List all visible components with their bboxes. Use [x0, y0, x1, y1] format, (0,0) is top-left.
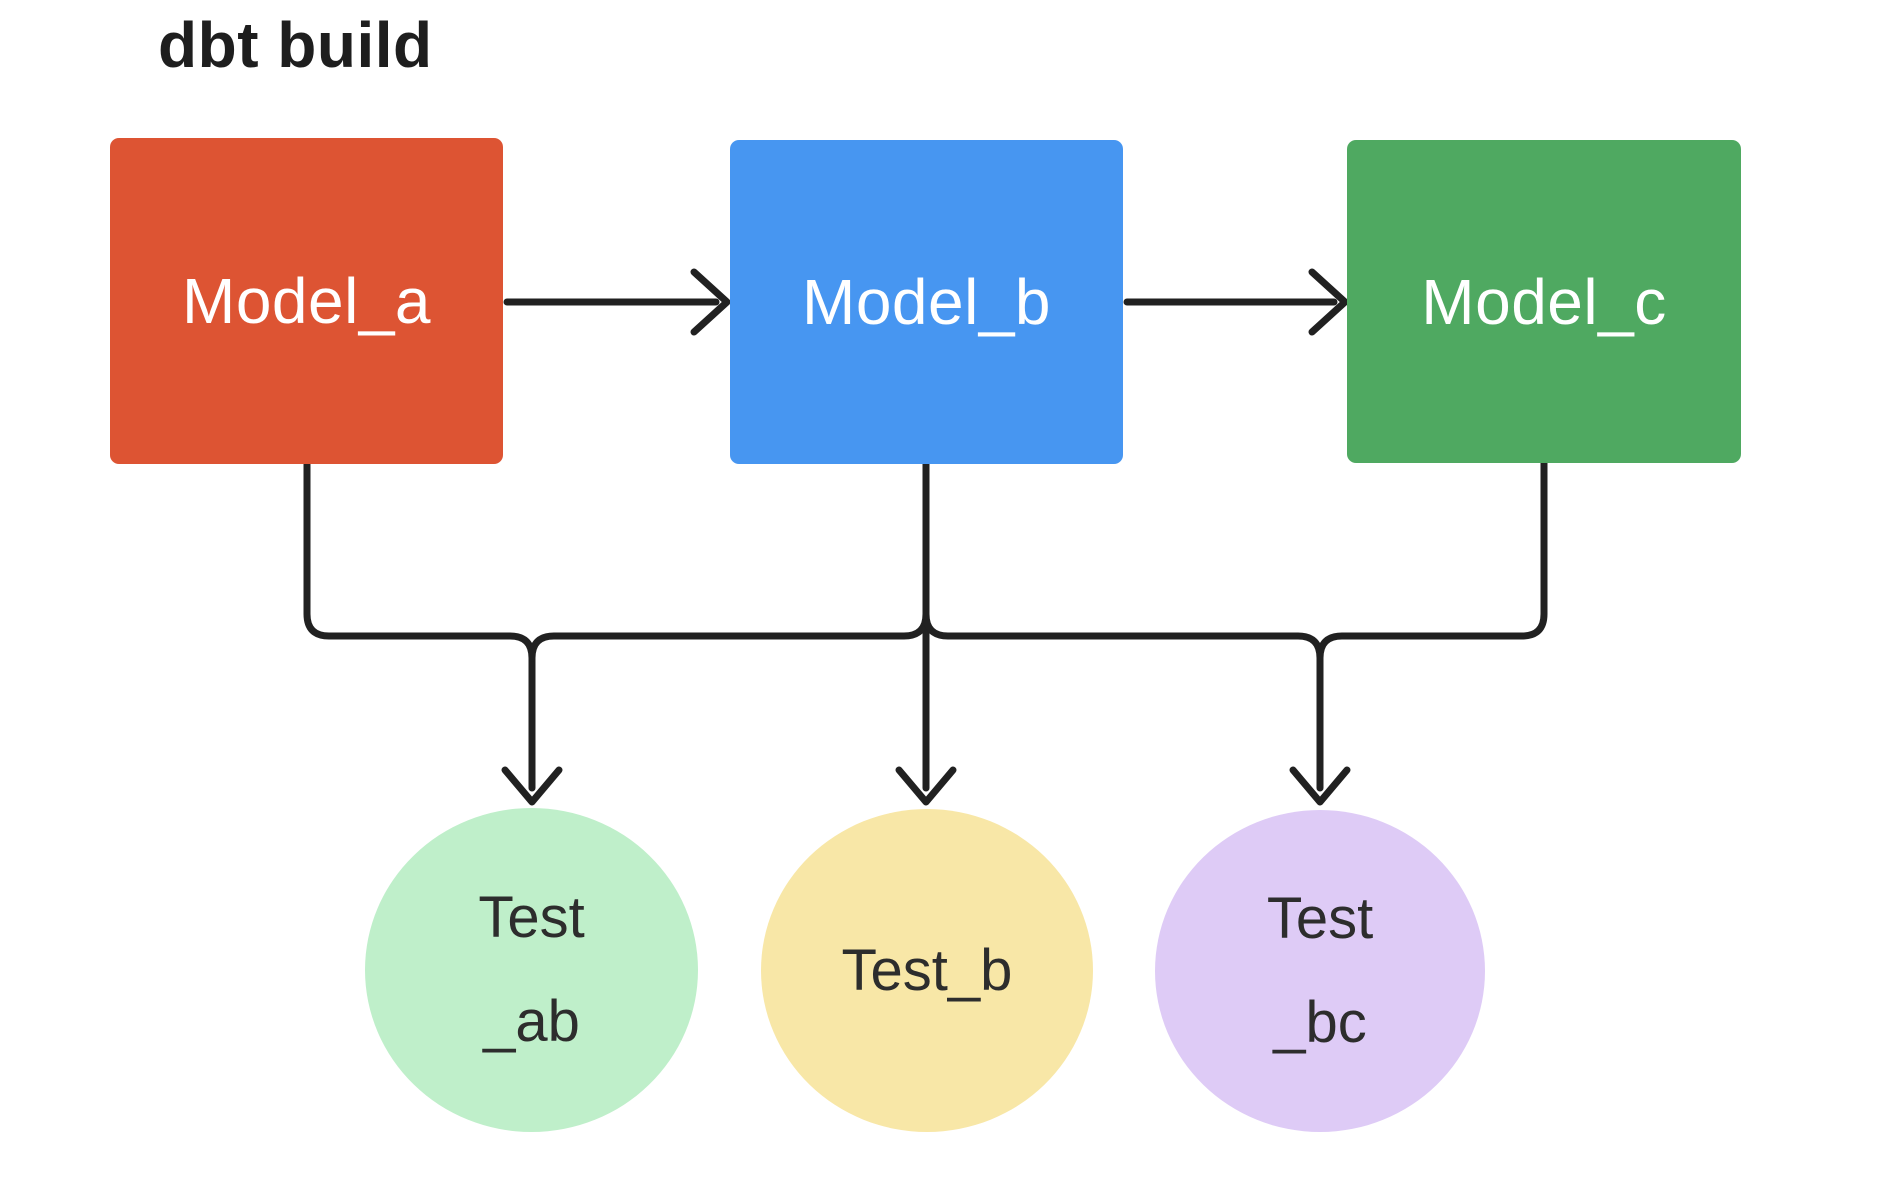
edge-model-c-to-test-bc — [1316, 459, 1548, 662]
edge-model-b-to-test-ab — [528, 460, 930, 662]
arrowhead-test-bc — [1289, 766, 1351, 806]
arrowhead-model-a-to-model-b — [690, 268, 731, 336]
node-model-b: Model_b — [730, 140, 1123, 464]
node-model-c: Model_c — [1347, 140, 1741, 463]
node-test-b-label: Test_b — [841, 937, 1013, 1003]
edge-model-b-to-test-bc — [922, 460, 1324, 792]
node-model-c-label: Model_c — [1421, 265, 1667, 338]
node-test-ab: Test _ab — [365, 808, 698, 1132]
diagram-title: dbt build — [158, 9, 433, 81]
node-test-bc: Test _bc — [1155, 810, 1485, 1132]
node-test-ab-label: Test _ab — [478, 885, 585, 1054]
arrowhead-test-ab — [501, 766, 563, 806]
node-test-b: Test_b — [761, 809, 1093, 1132]
edge-model-a-to-test-ab — [303, 460, 536, 792]
node-model-a-label: Model_a — [182, 265, 431, 337]
arrowhead-model-b-to-model-c — [1308, 268, 1349, 336]
node-model-a: Model_a — [110, 138, 503, 464]
node-model-b-label: Model_b — [802, 266, 1051, 338]
node-test-bc-label: Test _bc — [1266, 886, 1374, 1055]
arrowhead-test-b — [895, 766, 957, 806]
